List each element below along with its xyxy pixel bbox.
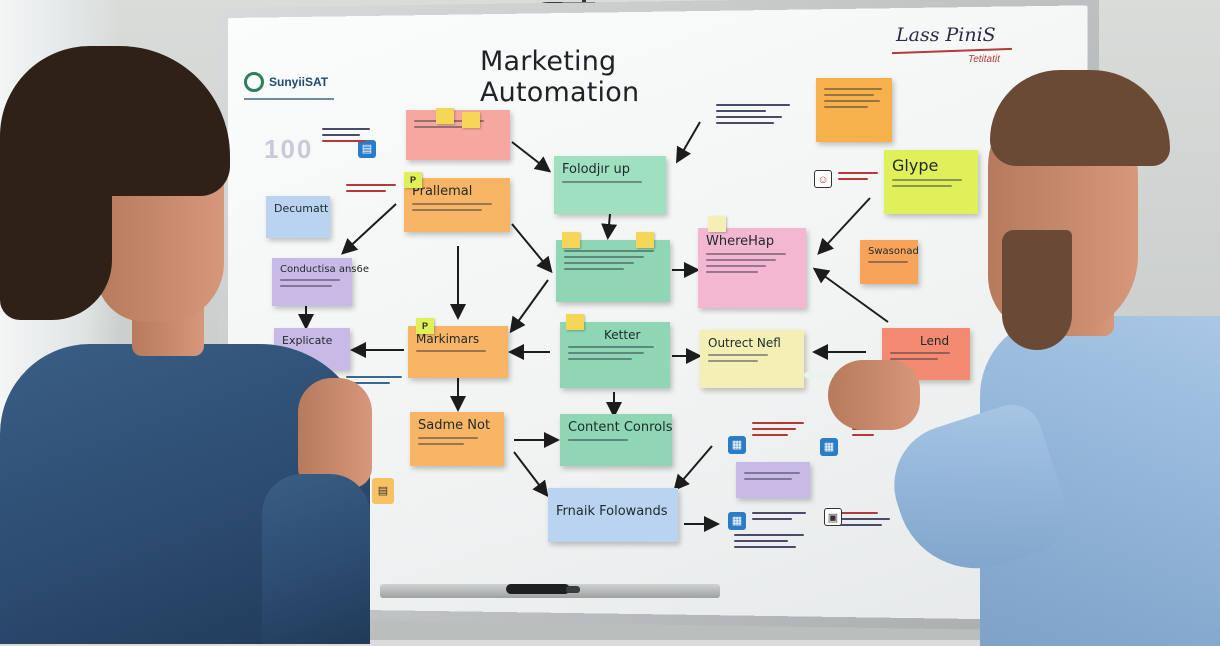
arrow-3	[601, 213, 618, 240]
marker-cap	[566, 586, 580, 593]
scribble-block	[322, 124, 376, 146]
arrow-19	[812, 267, 889, 323]
arrow-16	[673, 445, 713, 492]
scribble-block	[734, 530, 808, 552]
note-title: Decumatt	[274, 202, 329, 215]
note-glype: Glype	[884, 150, 978, 214]
left-person-hand	[298, 378, 372, 488]
arrow-2	[675, 121, 701, 164]
sticky-tab	[708, 216, 726, 232]
logo-underline	[244, 98, 334, 100]
arrow-7	[509, 279, 549, 334]
arrow-5	[341, 203, 397, 255]
note-seasonal: Swasonad	[860, 240, 919, 284]
note-title: WhereHap	[706, 234, 775, 249]
left-person-sleeve	[262, 474, 370, 644]
big-number: 100	[264, 134, 314, 164]
app-icon: ▦	[728, 436, 746, 454]
arrow-15	[513, 451, 549, 498]
note-lavender	[736, 462, 810, 498]
note-title: Prallemal	[412, 184, 473, 199]
note-orange-top	[816, 78, 892, 142]
marker-in-hand	[804, 372, 834, 378]
note-title: Lend	[920, 334, 950, 348]
chart-icon: ▤	[358, 140, 376, 158]
person-icon: ☺	[814, 170, 832, 188]
scribble-block	[834, 508, 894, 530]
note-marketing: Markimars	[408, 326, 508, 378]
note-decument: Decumatt	[266, 196, 330, 238]
corner-note: Lass PiniS	[896, 24, 996, 46]
sticky-tab: P	[404, 172, 422, 188]
note-title: Swasonad	[868, 246, 919, 257]
scribble-block	[346, 372, 406, 388]
right-person-hair	[990, 70, 1170, 166]
corner-subnote: Tetitatit	[968, 54, 1000, 65]
sticky-tab: P	[416, 318, 434, 334]
scribble-block	[838, 168, 882, 184]
board-title: Marketing Automation	[480, 46, 640, 108]
note-title: Outrect Nefl	[708, 336, 781, 350]
scribble-block	[752, 508, 810, 524]
note-title: Sadme Not	[418, 418, 491, 433]
scribble-block	[752, 418, 810, 440]
note-title: Conductisa ans6e	[280, 264, 370, 275]
person-left	[0, 0, 380, 644]
note-title: Markimars	[416, 332, 480, 346]
note-title: Glype	[892, 156, 939, 175]
note-sadme-not: Sadme Not	[410, 412, 504, 466]
sticky-tab	[636, 232, 654, 248]
logo-circle-icon	[244, 72, 264, 92]
right-person-beard	[1002, 230, 1072, 350]
document-icon: ▤	[372, 478, 394, 504]
app-icon: ▦	[728, 512, 746, 530]
sticky-tab	[562, 232, 580, 248]
image-icon: ▣	[824, 508, 842, 526]
note-email-followups: Frnaik Folowands	[548, 488, 678, 542]
arrow-18	[817, 197, 871, 255]
note-ketter: Ketter	[560, 322, 670, 388]
sticky-tab	[462, 112, 480, 128]
note-title: Folodjır up	[562, 162, 630, 177]
marker	[506, 584, 570, 594]
note-green-list	[556, 240, 670, 302]
note-conduct: Conductisa ans6e	[272, 258, 370, 306]
sticky-tab	[436, 108, 454, 124]
right-person-hand	[828, 360, 920, 430]
scribble-block	[346, 180, 402, 196]
note-pink	[406, 110, 510, 160]
note-wherehap: WhereHap	[698, 228, 806, 308]
note-title: Explicate	[282, 334, 333, 347]
note-outreach: Outrect Nefl	[700, 330, 804, 388]
note-content-controls: Content Conrols	[560, 414, 673, 466]
arrow-1	[511, 141, 552, 173]
sticky-tab	[566, 314, 584, 330]
left-person-hair-back	[0, 120, 112, 320]
app-icon: ▦	[820, 438, 838, 456]
note-title: Ketter	[604, 328, 641, 342]
note-follow-up: Folodjır up	[554, 156, 666, 214]
note-title: Content Conrols	[568, 420, 673, 435]
arrow-4	[511, 223, 553, 274]
note-title: Frnaik Folowands	[556, 504, 668, 519]
board-logo: SunyiiSAT	[244, 72, 328, 92]
scribble-block	[716, 100, 796, 128]
logo-text: SunyiiSAT	[269, 75, 329, 89]
person-right	[804, 0, 1220, 646]
